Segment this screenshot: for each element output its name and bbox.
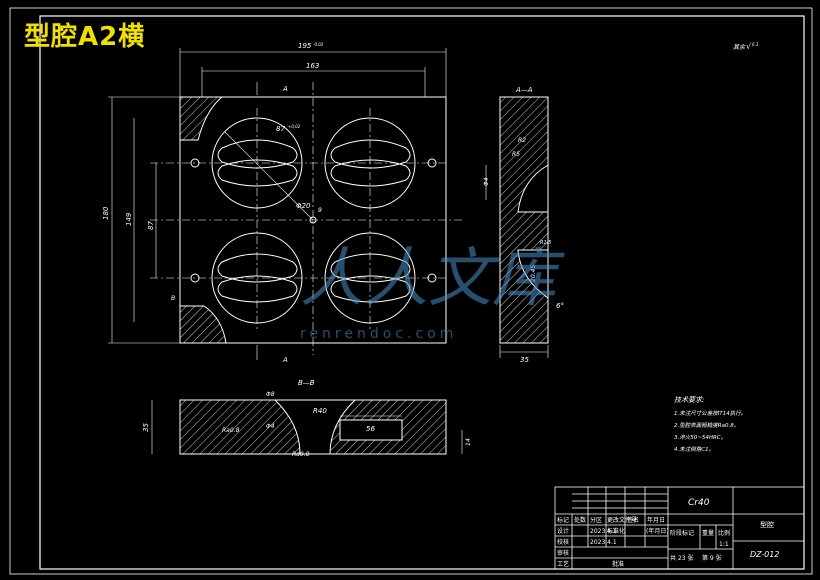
tb-cell: 工艺 xyxy=(557,560,569,568)
section-bb-labels: B—B 35 14 56 R40 Ra0.8 Ra0.8 Φ4 Φ8 xyxy=(142,379,472,458)
tech-req-item: 2.型腔表面粗糙度Ra0.8。 xyxy=(674,422,739,429)
dim-total-height: 180 xyxy=(102,206,110,220)
scale-value: 1:1 xyxy=(719,541,729,548)
tb-cell: 更改文件号 xyxy=(607,516,637,524)
tech-req-item: 3.淬火50~54HRC。 xyxy=(674,434,726,441)
tech-requirements: 技术要求: 1.未注尺寸公差按IT14执行。 2.型腔表面粗糙度Ra0.8。 3… xyxy=(674,396,746,453)
dim-hole-dia: Φ20 xyxy=(296,202,311,210)
outer-frame xyxy=(9,7,813,575)
page-title: 型腔A2横 xyxy=(24,22,146,52)
tb-cell: 分区 xyxy=(590,516,602,524)
dim-inner-height: 149 xyxy=(125,212,133,226)
dim-aa-diameter: Φ4 xyxy=(483,177,490,186)
watermark-text: 人人文库 xyxy=(300,242,565,316)
lobe-group-br xyxy=(330,253,411,303)
title-block-rows: 标记 处数 分区 更改文件号 签名 年月日 设计 2023.4.1 标准化 (年… xyxy=(557,516,669,568)
part-name: 型腔 xyxy=(760,520,774,529)
tb-cell: 批准 xyxy=(612,560,624,568)
drawing-no: DZ-012 xyxy=(750,550,779,559)
title-block-text: Cr40 型腔 DZ-012 阶段标记 重量 比例 1:1 共 23 张 第 9… xyxy=(557,498,779,568)
section-bb-view xyxy=(151,399,463,455)
section-bb-cavity xyxy=(273,399,357,455)
lobe-group-bl xyxy=(217,253,298,303)
tech-req-item: 1.未注尺寸公差按IT14执行。 xyxy=(674,410,746,417)
lobe-group-tr xyxy=(330,139,411,187)
dim-total-width-tol: -0.02 xyxy=(313,42,324,47)
lobe-group-tl xyxy=(217,139,298,187)
dim-aa-r5: R5 xyxy=(512,151,520,158)
tb-cell: 年月日 xyxy=(647,516,665,524)
watermark-url: renrendoc.com xyxy=(300,326,457,342)
section-bb-slot xyxy=(339,419,403,441)
roughness-value: 6.3 xyxy=(752,42,759,47)
dim-bb-right-height: 14 xyxy=(465,438,472,446)
dim-aa-thickness: 35 xyxy=(520,356,529,364)
corner-hatch-bl xyxy=(179,305,227,344)
tech-req-heading: 技术要求: xyxy=(674,396,704,404)
main-view xyxy=(108,48,462,360)
dim-bb-roughness-2: Ra0.8 xyxy=(292,451,310,458)
dim-bb-roughness-1: Ra0.8 xyxy=(222,427,240,434)
section-marker-b: B xyxy=(171,295,175,302)
dim-aa-angle: 6° xyxy=(556,302,564,310)
tb-cell: 处数 xyxy=(574,516,586,524)
dim-bb-dia: Φ4 xyxy=(266,423,275,430)
title-block xyxy=(554,486,805,570)
weight-label: 重量 xyxy=(702,529,714,537)
section-aa-labels: A—A R2 R5 Φ4 R1.5 20.45 6° 35 xyxy=(483,86,564,364)
main-view-labels: 195 -0.02 163 180 149 87 87 +0.02 Φ20 9 … xyxy=(102,42,324,364)
tb-cell: (年月日) xyxy=(646,527,669,535)
tb-cell: 标记 xyxy=(557,516,569,524)
inner-frame xyxy=(39,15,805,570)
dim-bb-width: 56 xyxy=(366,425,375,433)
dim-total-width: 195 xyxy=(298,42,312,50)
tech-req-item: 4.未注倒角C1。 xyxy=(674,446,714,453)
tb-cell: 签名 xyxy=(627,516,639,524)
tb-cell: 2023.4.1 xyxy=(590,539,617,546)
dim-bb-left-height: 35 xyxy=(142,423,150,432)
material: Cr40 xyxy=(688,498,710,508)
scale-label: 比例 xyxy=(718,529,730,537)
dim-cavity-width-tol: +0.02 xyxy=(288,124,301,129)
section-bb-title: B—B xyxy=(298,379,315,387)
dim-inner-width: 163 xyxy=(306,62,319,70)
section-aa-view xyxy=(485,96,549,358)
roughness-note: 其余 xyxy=(733,43,746,51)
tb-cell: 2023.4.1 xyxy=(590,528,617,535)
tb-cell: 设计 xyxy=(557,527,569,535)
dim-bb-bolt: Φ8 xyxy=(266,391,275,398)
sheet-no: 第 9 张 xyxy=(702,554,722,562)
dim-cavity-height: 87 xyxy=(147,221,155,230)
tb-cell: 审核 xyxy=(557,549,569,557)
roughness-symbol: √ xyxy=(746,42,752,51)
corner-hatch-tl xyxy=(179,96,224,141)
sheets-total: 共 23 张 xyxy=(670,554,693,562)
tb-cell: 标准化 xyxy=(607,527,625,535)
section-marker-bottom: A xyxy=(282,356,288,364)
stage-label: 阶段标记 xyxy=(670,529,694,537)
dim-aa-r15: R1.5 xyxy=(540,240,551,246)
section-marker-top: A xyxy=(282,85,288,93)
dim-aa-r2: R2 xyxy=(518,137,526,144)
dim-center-offset: 9 xyxy=(318,207,322,214)
tb-cell: 校核 xyxy=(557,538,569,546)
dim-cavity-width: 87 xyxy=(276,125,285,133)
watermark: 人人文库 renrendoc.com xyxy=(300,242,565,342)
dim-aa-depth: 20.45 xyxy=(530,265,537,282)
dim-bb-r40: R40 xyxy=(313,407,327,415)
section-aa-title: A—A xyxy=(515,86,533,94)
